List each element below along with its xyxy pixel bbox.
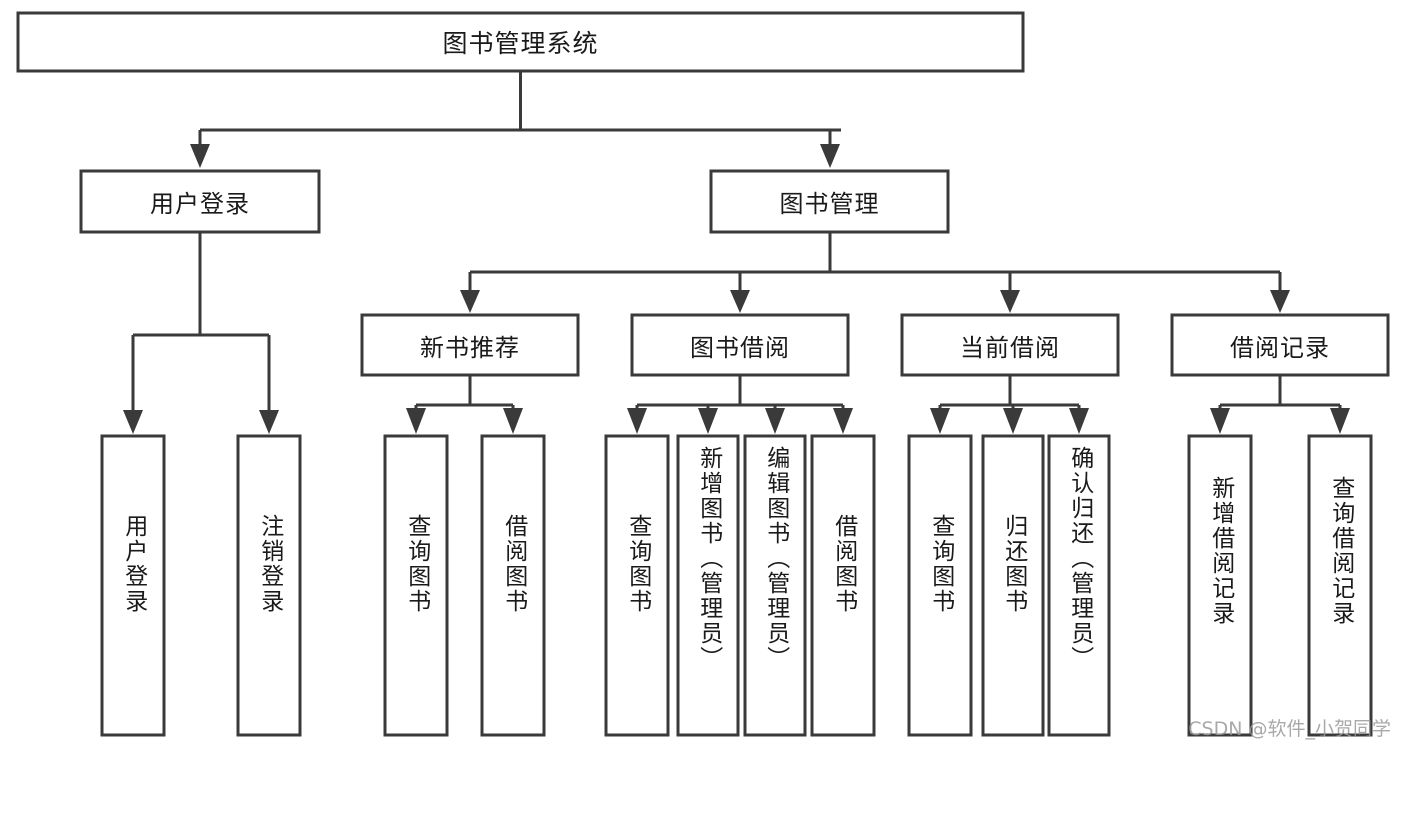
arrow-head-login — [190, 144, 210, 168]
connector-group-current-borrow — [930, 375, 1089, 434]
arrow-head-currentborrow-leaf-3 — [1069, 408, 1089, 434]
arrow-head-bookmgmt — [820, 144, 840, 168]
connector-group-new-book — [406, 375, 523, 434]
arrow-head-book-borrow — [730, 290, 750, 313]
node-root-system[interactable] — [16, 11, 1025, 73]
connector-group-book-management — [460, 232, 1290, 313]
node-book-management[interactable] — [709, 169, 950, 234]
node-leaf-add-borrow-record[interactable] — [1187, 434, 1253, 737]
node-leaf-confirm-return-admin[interactable] — [1047, 434, 1111, 737]
node-user-login[interactable] — [79, 169, 321, 234]
connector-group-user-login — [123, 232, 279, 434]
node-leaf-query-book-3[interactable] — [907, 434, 973, 737]
connector-group-book-borrow — [627, 375, 853, 434]
arrow-head-borrowrecord-leaf-1 — [1210, 408, 1230, 434]
arrow-head-borrow-record — [1270, 290, 1290, 313]
arrow-head-currentborrow-leaf-1 — [930, 408, 950, 434]
node-leaf-user-login[interactable] — [100, 434, 166, 737]
arrow-head-bookborrow-leaf-3 — [765, 408, 785, 434]
node-leaf-borrow-book-2[interactable] — [810, 434, 876, 737]
node-leaf-borrow-book-1[interactable] — [480, 434, 546, 737]
arrow-head-bookborrow-leaf-2 — [698, 408, 718, 434]
arrow-head-borrowrecord-leaf-2 — [1330, 408, 1350, 434]
node-leaf-edit-book-admin[interactable] — [743, 434, 807, 737]
arrow-head-leaf-logout — [259, 410, 279, 434]
arrow-head-new-book — [460, 290, 480, 313]
node-leaf-logout[interactable] — [236, 434, 302, 737]
arrow-head-bookborrow-leaf-4 — [833, 408, 853, 434]
connector-group-borrow-record — [1210, 375, 1350, 434]
flowchart-diagram: 图书管理系统 用户登录 图书管理 新书推荐 图书借阅 当前借阅 借阅记录 用户登… — [16, 11, 1391, 740]
node-leaf-query-book-2[interactable] — [604, 434, 670, 737]
node-borrow-record[interactable] — [1170, 313, 1390, 377]
connector-group-root — [190, 71, 841, 168]
node-leaf-query-borrow-record[interactable] — [1307, 434, 1373, 737]
arrow-head-current-borrow — [1000, 290, 1020, 313]
arrow-head-newbook-leaf-2 — [503, 408, 523, 434]
node-leaf-query-book-1[interactable] — [383, 434, 449, 737]
node-book-borrow[interactable] — [630, 313, 850, 377]
node-current-borrow[interactable] — [900, 313, 1120, 377]
arrow-head-leaf-user-login — [123, 410, 143, 434]
node-leaf-add-book-admin[interactable] — [676, 434, 740, 737]
arrow-head-bookborrow-leaf-1 — [627, 408, 647, 434]
node-new-book-recommend[interactable] — [360, 313, 580, 377]
node-leaf-return-book[interactable] — [981, 434, 1045, 737]
flowchart-canvas — [16, 11, 1390, 737]
arrow-head-newbook-leaf-1 — [406, 408, 426, 434]
arrow-head-currentborrow-leaf-2 — [1003, 408, 1023, 434]
